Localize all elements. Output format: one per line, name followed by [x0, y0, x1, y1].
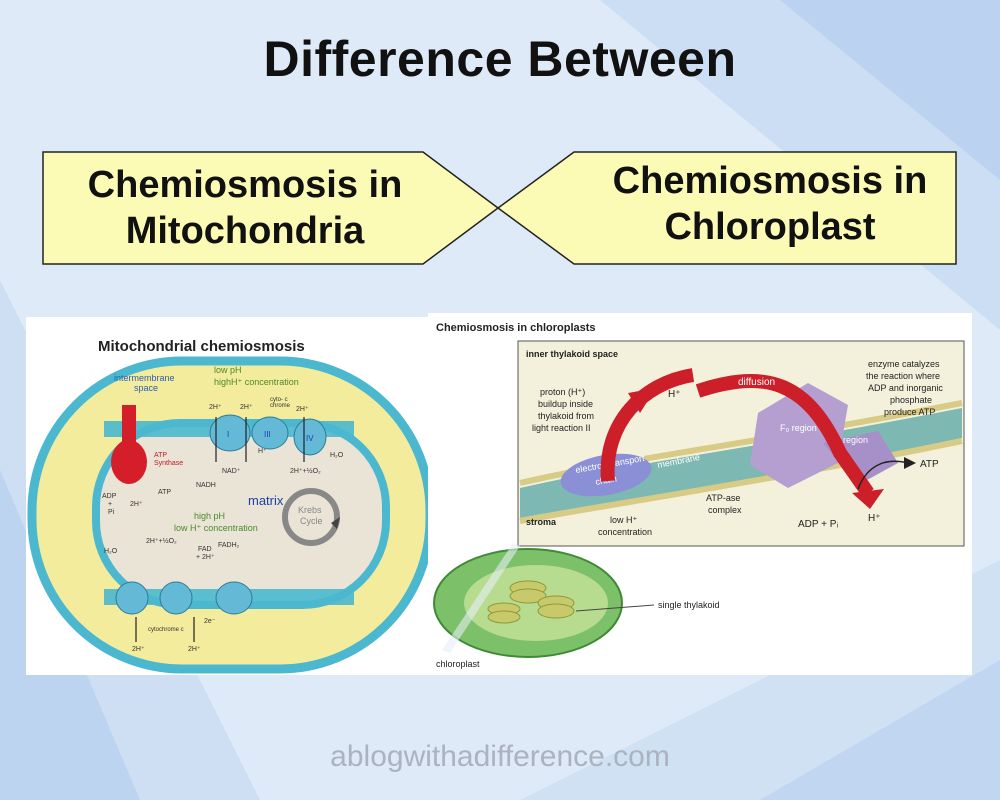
roman-4-label: IV [306, 434, 314, 443]
atpase-label-1: ATP-ase [706, 493, 740, 503]
two-h-matrix-label: 2H⁺ [130, 501, 143, 508]
adp-pi-label: ADP + Pᵢ [798, 519, 838, 530]
complex-bottom [115, 581, 253, 615]
f1-label: F₁ region [832, 435, 868, 445]
roman-1-label: I [227, 430, 229, 439]
nad-label: NAD⁺ [222, 468, 241, 475]
chrome-label: chrome [270, 403, 291, 409]
proton-label-4: light reaction II [532, 423, 591, 433]
proton-label-2: buildup inside [538, 399, 593, 409]
high-ph-label: high pH [194, 511, 225, 521]
footer-watermark: ablogwithadifference.com [330, 740, 670, 773]
right-label-line1: Chemiosmosis in [612, 160, 928, 202]
chloroplast-diagram: Chemiosmosis in chloroplasts membrane el… [428, 313, 972, 675]
mito-title: Mitochondrial chemiosmosis [98, 338, 305, 355]
h-plus-bottom-label: H⁺ [868, 513, 881, 524]
h2o-top-label: H₂O [330, 452, 344, 459]
single-thylakoid-label: single thylakoid [658, 600, 720, 610]
matrix-label: matrix [248, 493, 284, 508]
fadh2-label: FADH₂ [218, 542, 240, 549]
h2o-bottom-label: H₂O [104, 548, 118, 555]
low-ph-label: low pH [214, 365, 242, 375]
two-h-half-o2-top: 2H⁺+½O₂ [290, 467, 321, 475]
krebs-label-1: Krebs [298, 505, 322, 515]
diffusion-arrow [695, 373, 874, 498]
krebs-label-2: Cycle [300, 516, 323, 526]
plus-label: + [108, 501, 112, 508]
atp-synthase [111, 405, 147, 484]
atp-label: ATP [920, 459, 939, 470]
fad-two-h-label: + 2H⁺ [196, 554, 215, 561]
two-h-half-o2-bottom: 2H⁺+½O₂ [146, 537, 177, 545]
enzyme-label-3: ADP and inorganic [868, 383, 943, 393]
chloroplast-illustration [433, 543, 623, 658]
stroma-label: stroma [526, 517, 557, 527]
chloroplast-label: chloroplast [436, 659, 480, 669]
intermembrane-label: intermembrane [114, 373, 175, 383]
enzyme-label-1: enzyme catalyzes [868, 359, 940, 369]
low-h-label-1: low H⁺ [610, 515, 638, 525]
high-h-label: highH⁺ concentration [214, 377, 299, 387]
low-h-label: low H⁺ concentration [174, 523, 258, 533]
page-title: Difference Between [263, 31, 737, 87]
roman-3-label: III [264, 430, 271, 439]
nadh-label: NADH [196, 482, 216, 489]
chloro-title: Chemiosmosis in chloroplasts [436, 322, 596, 334]
thylakoid-membrane [520, 408, 962, 518]
mitochondria-diagram: Mitochondrial chemiosmosis Krebs Cycle [26, 317, 436, 675]
enzyme-label-4: phosphate [890, 395, 932, 405]
left-label-line2: Mitochondria [125, 210, 365, 252]
atp-synthase-label-1: ATP [154, 452, 167, 459]
adp-label: ADP [102, 493, 117, 500]
proton-label-1: proton (H⁺) [540, 387, 585, 397]
proton-label-3: thylakoid from [538, 411, 594, 421]
atp-synthase-label-2: Synthase [154, 460, 183, 467]
right-label: Chemiosmosis in Chloroplast [580, 158, 960, 250]
fad-label: FAD [198, 546, 212, 553]
left-label-box [42, 151, 957, 265]
proton-arrow [600, 368, 695, 482]
left-label-line1: Chemiosmosis in [87, 164, 403, 206]
h-plus-top-label: H⁺ [668, 389, 681, 400]
two-h-top-2: 2H⁺ [240, 404, 253, 411]
enzyme-label-2: the reaction where [866, 371, 940, 381]
two-h-bottom-1: 2H⁺ [132, 646, 145, 653]
h-plus-label: H⁺ [258, 448, 267, 455]
two-h-top-3: 2H⁺ [296, 406, 309, 413]
low-h-label-2: concentration [598, 527, 652, 537]
cytochrome-c-label: cytochrome c [148, 627, 184, 633]
diffusion-label: diffusion [738, 377, 775, 388]
atpase-label-2: complex [708, 505, 742, 515]
krebs-cycle-icon [282, 488, 340, 546]
enzyme-label-5: produce ATP [884, 407, 935, 417]
cyto-c-label: cyto- c [270, 397, 288, 403]
two-e-label: 2e⁻ [204, 618, 216, 625]
atp-label: ATP [158, 489, 171, 496]
two-h-bottom-2: 2H⁺ [188, 646, 201, 653]
left-label: Chemiosmosis in Mitochondria [50, 162, 440, 254]
pi-label: Pi [108, 509, 115, 516]
two-h-top-1: 2H⁺ [209, 404, 222, 411]
right-label-line2: Chloroplast [664, 206, 876, 248]
f0-label: F₀ region [780, 423, 817, 433]
space-label: space [134, 383, 158, 393]
inner-space-label: inner thylakoid space [526, 349, 618, 359]
complex-top [209, 414, 327, 456]
